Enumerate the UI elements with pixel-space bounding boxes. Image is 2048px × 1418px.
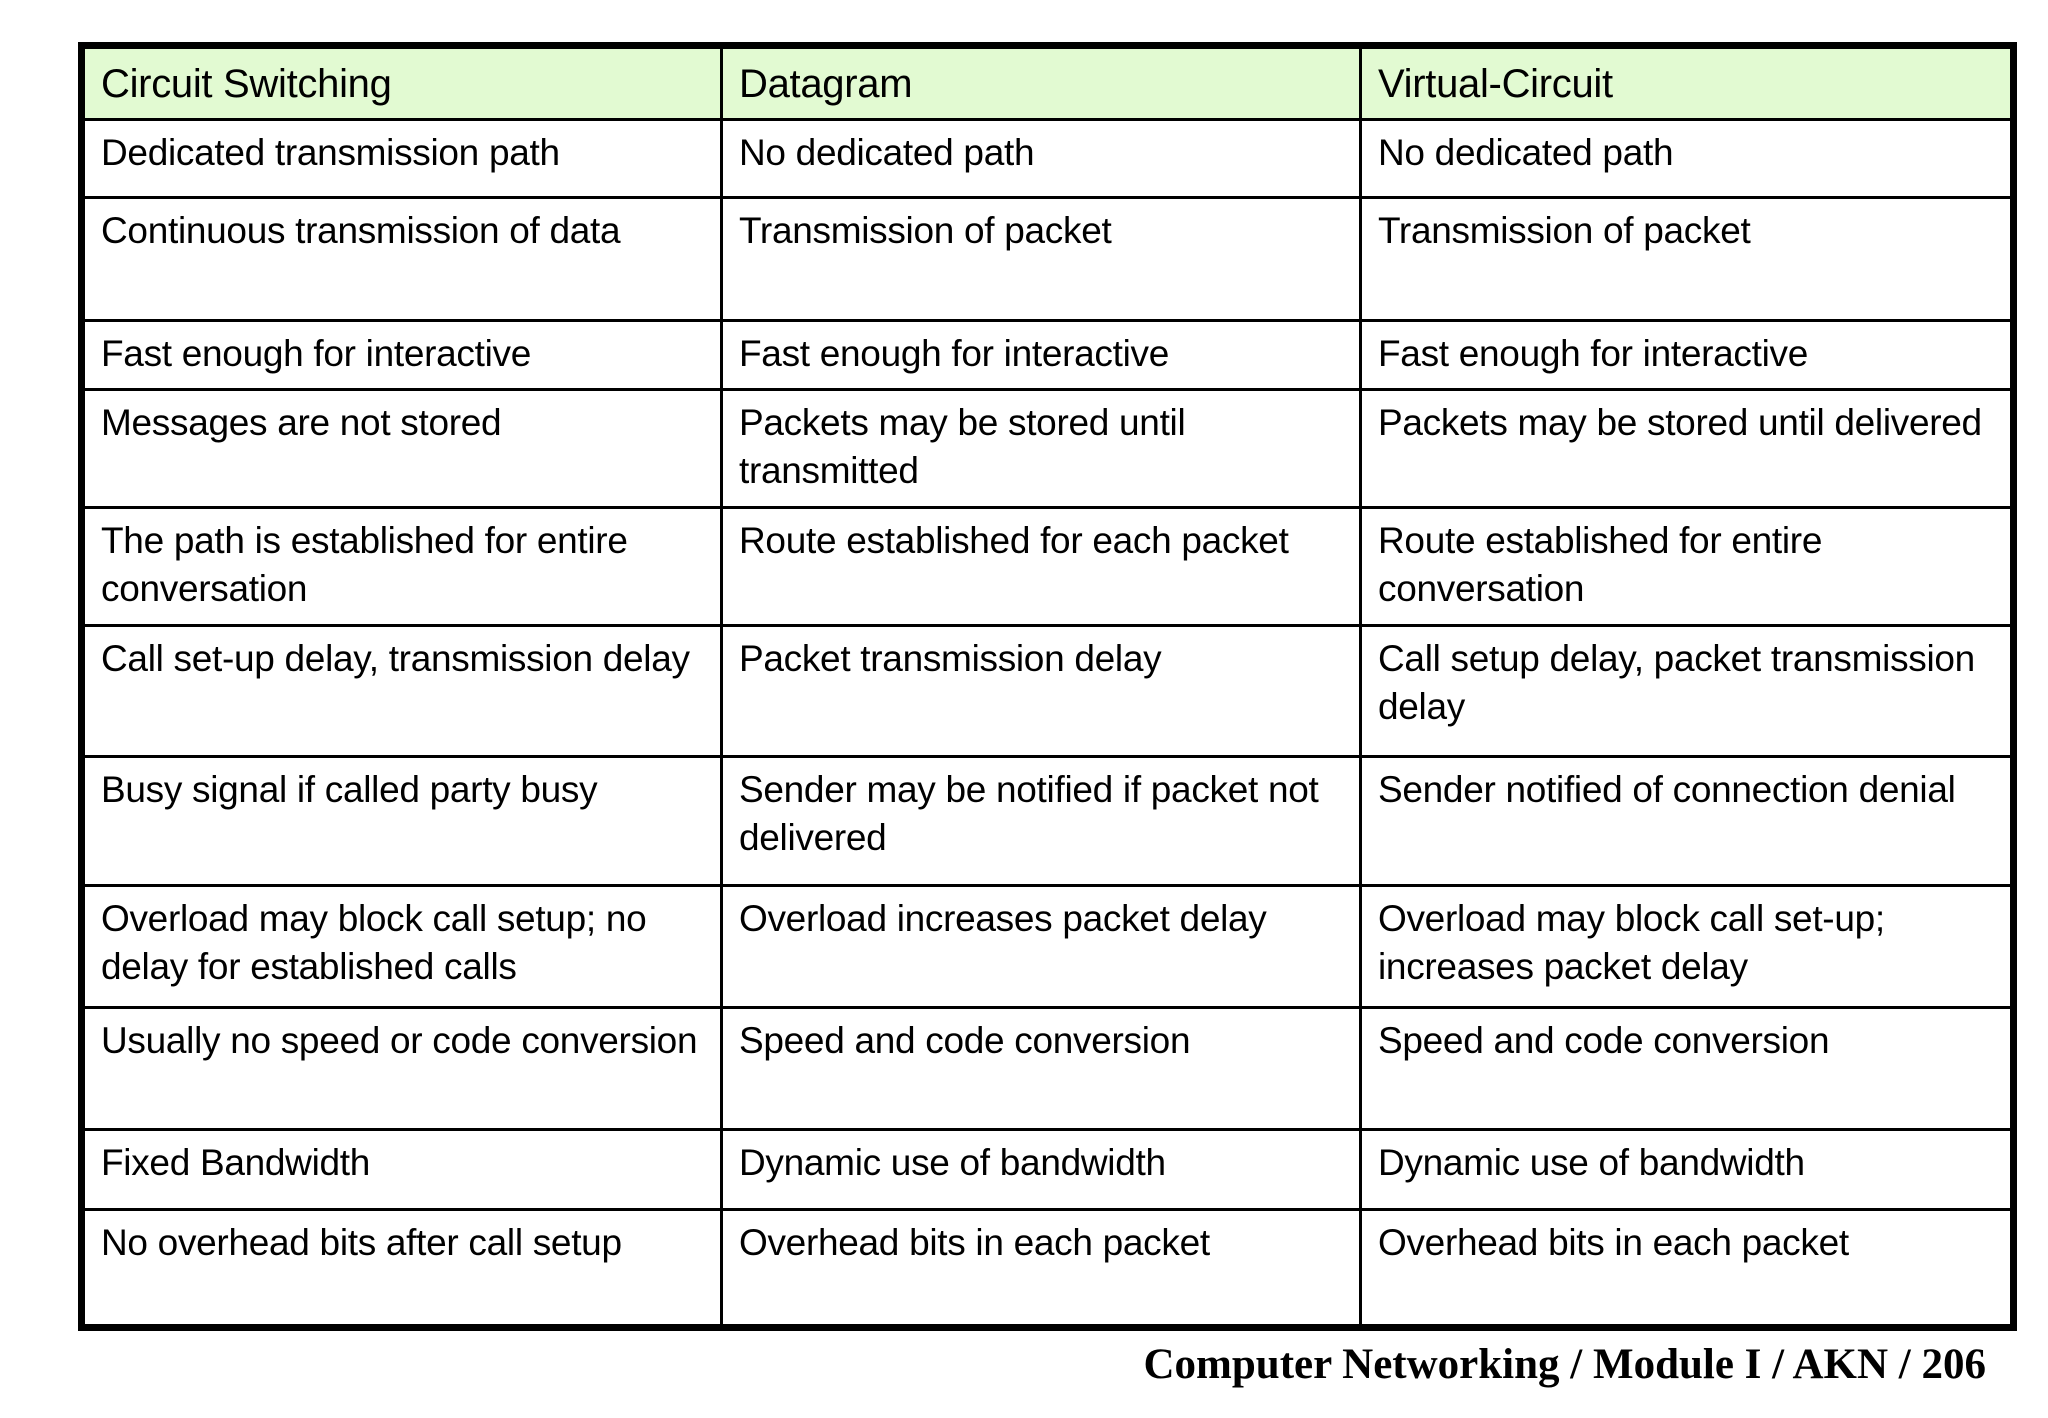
table-row: Overload may block call setup; no delay … <box>80 884 2015 1009</box>
table-cell: Sender notified of connection denial <box>1359 755 2015 887</box>
table-cell: Messages are not stored <box>80 388 723 509</box>
column-header-circuit-switching: Circuit Switching <box>80 44 723 121</box>
table-row: The path is established for entire conve… <box>80 506 2015 627</box>
table-cell: Packet transmission delay <box>720 624 1362 758</box>
table-cell: Speed and code conversion <box>1359 1006 2015 1131</box>
table-cell: Usually no speed or code conversion <box>80 1006 723 1131</box>
table-cell: Fast enough for interactive <box>1359 319 2015 391</box>
table-cell: Transmission of packet <box>720 196 1362 322</box>
table-cell: Busy signal if called party busy <box>80 755 723 887</box>
table-cell: Dynamic use of bandwidth <box>720 1128 1362 1211</box>
table-cell: Overload may block call setup; no delay … <box>80 884 723 1009</box>
table-cell: Sender may be notified if packet not del… <box>720 755 1362 887</box>
table-cell: The path is established for entire conve… <box>80 506 723 627</box>
table-cell: Overload may block call set-up; increase… <box>1359 884 2015 1009</box>
table-cell: Packets may be stored until transmitted <box>720 388 1362 509</box>
table-cell: Dynamic use of bandwidth <box>1359 1128 2015 1211</box>
table-cell: Transmission of packet <box>1359 196 2015 322</box>
table-cell: Route established for entire conversatio… <box>1359 506 2015 627</box>
table-cell: Continuous transmission of data <box>80 196 723 322</box>
table-cell: Packets may be stored until delivered <box>1359 388 2015 509</box>
table-cell: Dedicated transmission path <box>80 118 723 199</box>
table-cell: Overhead bits in each packet <box>1359 1208 2015 1329</box>
table-cell: Overhead bits in each packet <box>720 1208 1362 1329</box>
table-cell: Route established for each packet <box>720 506 1362 627</box>
table-cell: No overhead bits after call setup <box>80 1208 723 1329</box>
table-cell: Fast enough for interactive <box>80 319 723 391</box>
table-cell: Fast enough for interactive <box>720 319 1362 391</box>
table-cell: Call setup delay, packet transmission de… <box>1359 624 2015 758</box>
table-cell: Call set-up delay, transmission delay <box>80 624 723 758</box>
column-header-virtual-circuit: Virtual-Circuit <box>1359 44 2015 121</box>
table-cell: Fixed Bandwidth <box>80 1128 723 1211</box>
table-cell: Overload increases packet delay <box>720 884 1362 1009</box>
table-cell: No dedicated path <box>1359 118 2015 199</box>
table-cell: Speed and code conversion <box>720 1006 1362 1131</box>
table-cell: No dedicated path <box>720 118 1362 199</box>
column-header-datagram: Datagram <box>720 44 1362 121</box>
slide-footer-caption: Computer Networking / Module I / AKN / 2… <box>1143 1341 1987 1388</box>
